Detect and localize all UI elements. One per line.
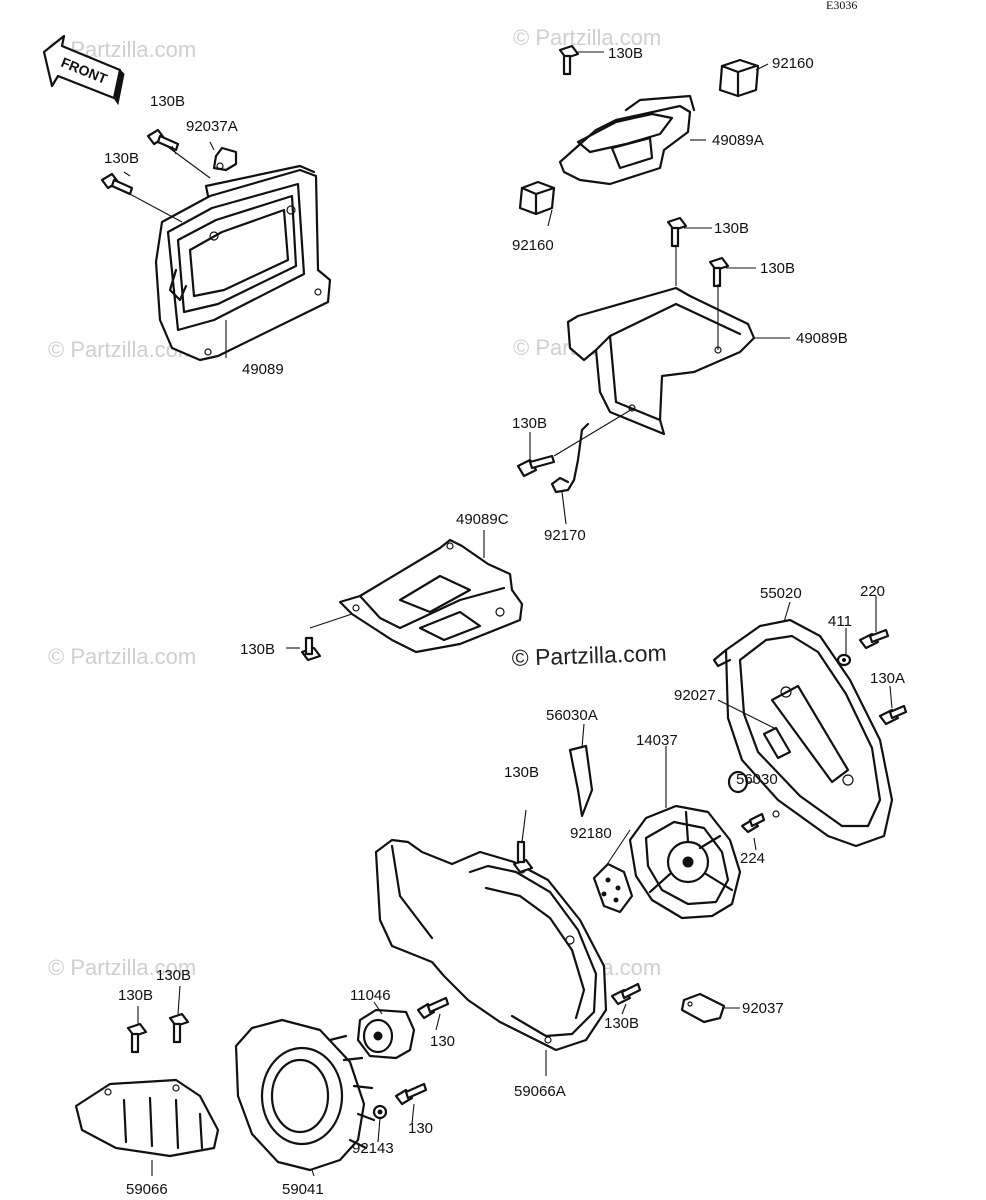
label-59066a: 59066A [514,1083,566,1100]
label-56030: 56030 [736,771,778,788]
label-130b: 130B [504,764,539,781]
label-130b: 130B [150,93,185,110]
washer-icon [372,1104,388,1120]
bolt-icon [708,256,730,288]
bolt-icon [300,636,322,662]
label-92160: 92160 [772,55,814,72]
label-224: 224 [740,850,765,867]
label-92037a: 92037A [186,118,238,135]
label-220: 220 [860,583,885,600]
part-92180-disc [592,862,634,914]
label-14037: 14037 [636,732,678,749]
bolt-icon [394,1082,428,1106]
bolt-icon [666,216,688,248]
bolt-icon [512,840,534,874]
label-92160: 92160 [512,237,554,254]
watermark-main: © Partzilla.com [511,640,667,671]
diagram-code: E3036 [826,0,857,12]
label-130b: 130B [760,260,795,277]
label-11046: 11046 [350,987,391,1004]
bolt-icon [558,44,580,76]
label-92143: 92143 [352,1140,394,1157]
part-92037-tab [680,992,726,1024]
bolt-icon [878,704,908,726]
label-130: 130 [430,1033,455,1050]
watermark: © Partzilla.com [48,955,196,980]
bolt-icon [146,128,180,152]
label-411: 411 [828,613,852,630]
watermark: © Partzilla.com [48,644,196,669]
bolt-icon [858,628,890,650]
label-56030a: 56030A [546,707,598,724]
leader-lines [123,51,893,1177]
watermark: © Partzilla.com [513,25,661,50]
bolt-icon [516,454,556,478]
bolt-icon [126,1022,148,1054]
part-59041-fan [234,1018,376,1172]
label-130b: 130B [118,987,153,1004]
label-55020: 55020 [760,585,802,602]
label-49089: 49089 [242,361,284,378]
label-49089c: 49089C [456,511,509,528]
label-130b: 130B [512,415,547,432]
spring-clip-icon [550,422,590,494]
part-49089a-guard [558,94,696,186]
label-92027: 92027 [674,687,716,704]
label-130a: 130A [870,670,905,687]
part-14037-plate [628,804,742,920]
label-130b: 130B [104,150,139,167]
label-92170: 92170 [544,527,586,544]
part-55020-cover [712,618,894,848]
bolt-icon [168,1012,190,1044]
pin-icon [762,726,792,760]
bolt-icon [740,812,766,834]
rubber-block-icon [718,58,760,98]
part-56030a [568,744,594,818]
label-130b: 130B [156,967,191,984]
part-49089-cover [154,146,332,362]
part-49089c-plate [338,538,524,654]
bolt-icon [100,172,134,196]
bolt-icon [610,982,642,1006]
label-49089a: 49089A [712,132,764,149]
label-92037: 92037 [742,1000,784,1017]
label-130b: 130B [714,220,749,237]
part-11046-hub [356,1008,416,1060]
label-130b: 130B [604,1015,639,1032]
label-59041: 59041 [282,1181,324,1198]
label-59066: 59066 [126,1181,168,1198]
part-59066a-housing [374,838,608,1052]
bolt-icon [416,996,450,1020]
washer-icon [836,653,852,667]
part-49089b-cover [566,286,756,436]
part-labels: 130B 92160 49089A 92160 130B 130B 49089B… [104,45,905,1198]
rubber-block-icon [518,180,556,216]
label-49089b: 49089B [796,330,848,347]
label-130b: 130B [240,641,275,658]
label-130b: 130B [608,45,643,62]
label-92180: 92180 [570,825,612,842]
part-59066-guard [74,1078,220,1158]
label-130: 130 [408,1120,433,1137]
